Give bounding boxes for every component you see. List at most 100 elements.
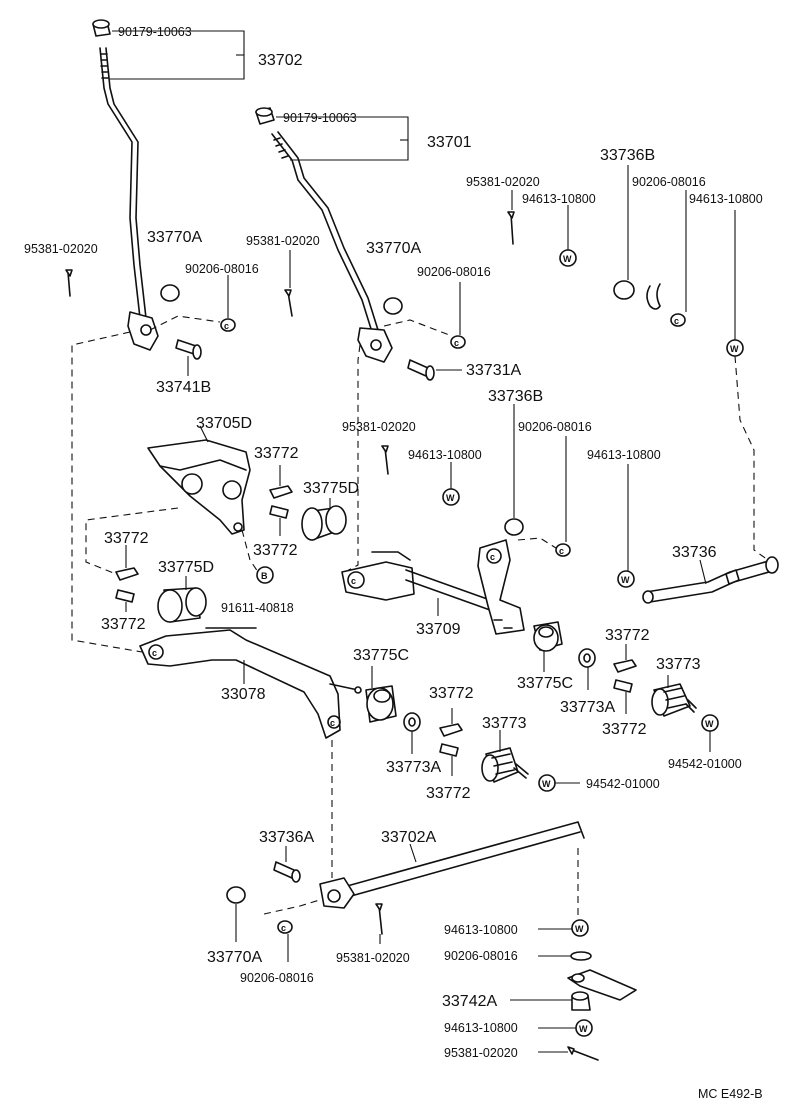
cotter-pin-tr <box>507 190 515 245</box>
label-94613-r: 94613-10800 <box>587 448 661 462</box>
label-33775C-a: 33775C <box>353 647 409 664</box>
label-94613-b2: 94613-10800 <box>444 1021 518 1035</box>
mount-33773-a <box>651 675 697 717</box>
label-33702: 33702 <box>258 52 303 69</box>
label-33775D-a: 33775D <box>303 480 359 497</box>
label-94613-tr1: 94613-10800 <box>522 192 596 206</box>
clip-90206-1: c <box>220 275 236 332</box>
label-33702A: 33702A <box>381 829 436 846</box>
svg-text:W: W <box>542 779 551 789</box>
rod-33736 <box>642 556 779 604</box>
pin-33736A <box>273 846 301 883</box>
label-33736B-mid: 33736B <box>488 388 543 405</box>
label-33773A-a: 33773A <box>560 699 615 716</box>
svg-text:c: c <box>559 546 564 556</box>
label-95381-b2: 95381-02020 <box>444 1046 518 1060</box>
shift-lever-33701 <box>271 131 393 363</box>
label-33772-b: 33772 <box>104 530 149 547</box>
pin-33741B <box>175 339 202 376</box>
label-95381-mid: 95381-02020 <box>246 234 320 248</box>
label-90206-tr: 90206-08016 <box>632 175 706 189</box>
svg-text:c: c <box>152 648 157 658</box>
shift-lever-33702 <box>99 47 159 351</box>
svg-text:W: W <box>621 575 630 585</box>
label-90206-3: 90206-08016 <box>240 971 314 985</box>
dashed-left <box>85 507 179 575</box>
rod-33702A <box>319 821 585 909</box>
label-90179-b: 90179-10063 <box>283 111 357 125</box>
clip-90206-3: c <box>277 920 293 962</box>
bracket-plate-b <box>567 969 637 1001</box>
label-33701: 33701 <box>427 134 472 151</box>
washer-33773A-b <box>403 712 421 754</box>
washer-tr1: W <box>559 205 577 267</box>
pin-33731A <box>407 359 462 381</box>
dashed-lower <box>263 740 579 916</box>
label-33775C-b: 33775C <box>517 675 573 692</box>
dashed-upper <box>71 315 769 653</box>
washer-94613-b1: W <box>538 919 589 937</box>
leaders-levers <box>110 30 409 161</box>
svg-text:W: W <box>563 254 572 264</box>
label-94613-b1: 94613-10800 <box>444 923 518 937</box>
label-90179-a: 90179-10063 <box>118 25 192 39</box>
knob-90179-a <box>92 19 111 37</box>
svg-text:c: c <box>674 316 679 326</box>
bushing-33770A-3 <box>226 886 246 942</box>
svg-text:c: c <box>454 338 459 348</box>
knob-90179-b <box>255 107 275 125</box>
label-33772-e: 33772 <box>605 627 650 644</box>
bolt-91611: B <box>241 529 274 584</box>
label-94542-a: 94542-01000 <box>668 757 742 771</box>
lever-33078: c c <box>139 627 362 739</box>
label-33775D-b: 33775D <box>158 559 214 576</box>
bushing-33736B-mid <box>504 404 524 536</box>
label-33731A: 33731A <box>466 362 521 379</box>
label-90206-1: 90206-08016 <box>185 262 259 276</box>
washer-94542-a: W <box>701 714 719 752</box>
mount-33773-b <box>481 730 529 783</box>
cotter-pin-c <box>381 445 389 475</box>
svg-text:c: c <box>281 923 286 933</box>
label-95381-c: 95381-02020 <box>342 420 416 434</box>
label-33772-d: 33772 <box>101 616 146 633</box>
label-33770A-2: 33770A <box>366 240 421 257</box>
bushing-33742A <box>510 991 591 1011</box>
svg-text:W: W <box>730 344 739 354</box>
bracket-33705D <box>147 425 251 535</box>
bushing-33775C-b <box>365 666 397 723</box>
cotter-pin-left <box>65 269 73 297</box>
label-90206-2: 90206-08016 <box>417 265 491 279</box>
label-33741B: 33741B <box>156 379 211 396</box>
bushing-33775C-a <box>533 621 563 672</box>
svg-text:c: c <box>224 321 229 331</box>
washer-r: W <box>617 464 635 588</box>
clip-90206-b <box>538 951 592 961</box>
clip-90206-c: c <box>517 436 571 557</box>
diagram-code: MC E492-B <box>698 1087 763 1101</box>
label-33736B-top: 33736B <box>600 147 655 164</box>
label-33770A-1: 33770A <box>147 229 202 246</box>
bushing-33775D-a <box>301 498 347 541</box>
svg-text:c: c <box>351 576 356 586</box>
washer-94613-b2: W <box>538 1019 593 1037</box>
label-33772-c: 33772 <box>253 542 298 559</box>
label-90206-b: 90206-08016 <box>444 949 518 963</box>
washer-94542-b: W <box>538 774 580 792</box>
clip-pair-tr: c <box>646 190 687 327</box>
bushing-33775D-b <box>157 576 207 623</box>
label-33736A: 33736A <box>259 829 314 846</box>
bushing-33770A-1 <box>160 284 180 302</box>
label-95381-left: 95381-02020 <box>24 242 98 256</box>
label-33772-g: 33772 <box>602 721 647 738</box>
cotter-pin-bot <box>375 903 383 944</box>
label-90206-c: 90206-08016 <box>518 420 592 434</box>
label-33773-b: 33773 <box>482 715 527 732</box>
svg-text:W: W <box>446 493 455 503</box>
label-33742A: 33742A <box>442 993 497 1010</box>
label-33736: 33736 <box>672 544 717 561</box>
label-94542-b: 94542-01000 <box>586 777 660 791</box>
washer-c: W <box>442 462 460 506</box>
